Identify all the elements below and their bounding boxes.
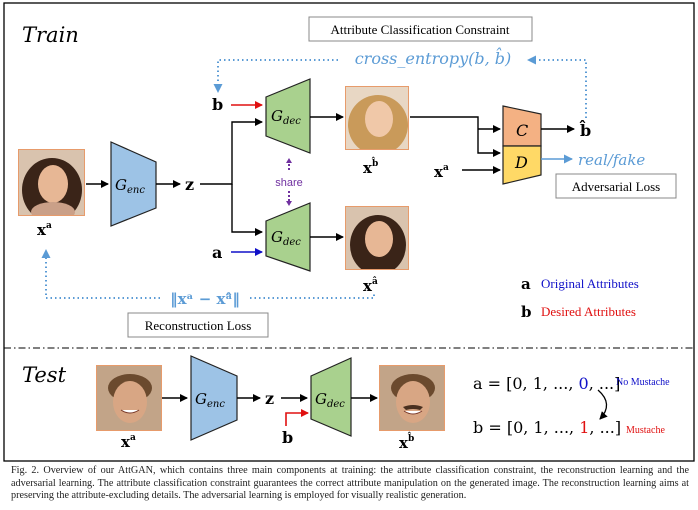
attr-constraint-box xyxy=(308,16,533,42)
z-to-dec-top xyxy=(200,118,263,185)
xa-hat-label: xâ xyxy=(363,276,378,295)
d-label: D xyxy=(514,153,528,172)
legend-a-text: Original Attributes xyxy=(541,276,639,291)
legend-b-key: b xyxy=(521,303,532,321)
real-fake-label: real/fake xyxy=(578,151,645,169)
adversarial-loss-box xyxy=(555,173,677,199)
figure-caption: Fig. 2. Overview of our AttGAN, which co… xyxy=(11,465,689,502)
recon-formula: ‖xᵃ − xᵃ̂‖ xyxy=(170,290,240,308)
test-output-face xyxy=(379,365,445,431)
figure-frame xyxy=(3,2,695,462)
a-vector: a = [0, 1, ..., 0, ...] xyxy=(473,374,620,393)
test-decoder-label: Gdec xyxy=(315,390,345,410)
c-label: C xyxy=(516,121,528,140)
test-encoder xyxy=(190,355,238,441)
z-to-dec-bottom xyxy=(231,184,263,236)
bhat-output: b̂ xyxy=(580,120,592,140)
b-vector: b = [0, 1, ..., 1, ...] xyxy=(473,418,621,437)
test-decoder xyxy=(310,357,352,437)
train-decoder-top xyxy=(265,78,311,154)
cross-entropy-link-left xyxy=(213,59,338,93)
reconstruction-loss-label: Reconstruction Loss xyxy=(145,318,252,333)
reconstructed-face-xahat xyxy=(345,206,409,270)
test-encoder-label: Genc xyxy=(195,390,225,410)
xb-hat-label: xb̂ xyxy=(363,156,378,177)
discriminator-d xyxy=(502,145,542,185)
train-decoder-bottom xyxy=(265,202,311,272)
mustache-label: Mustache xyxy=(626,425,665,436)
legend-b-text: Desired Attributes xyxy=(541,304,636,319)
train-b-input: b xyxy=(212,95,223,114)
test-xb-label: xb̂ xyxy=(399,431,414,452)
input-face-xa xyxy=(18,149,85,216)
train-title: Train xyxy=(22,23,79,47)
share-label: share xyxy=(275,177,303,189)
vector-change-arrow xyxy=(597,389,608,420)
xa-label: xa xyxy=(37,221,52,239)
test-input-face xyxy=(96,365,162,431)
no-mustache-label: No Mustache xyxy=(616,377,670,388)
adversarial-loss-label: Adversarial Loss xyxy=(572,179,660,194)
cross-entropy-link-right xyxy=(527,55,587,118)
train-encoder-label: Genc xyxy=(115,176,145,196)
cross-entropy-label: cross_entropy(b, b̂) xyxy=(355,48,512,68)
decoder-top-label: Gdec xyxy=(271,107,301,127)
generated-face-xb xyxy=(345,86,409,150)
legend-a-key: a xyxy=(521,275,531,293)
disc-xa-input: xa xyxy=(434,163,449,181)
reconstruction-loss-box xyxy=(127,312,269,338)
gen-to-d xyxy=(410,116,501,157)
decoder-bottom-label: Gdec xyxy=(271,228,301,248)
test-xa-label: xa xyxy=(121,433,136,451)
test-title: Test xyxy=(22,363,67,387)
train-encoder xyxy=(110,141,157,227)
recon-link-right xyxy=(250,294,375,299)
attr-constraint-label: Attribute Classification Constraint xyxy=(330,22,509,37)
recon-link-left xyxy=(41,249,160,299)
train-a-input: a xyxy=(212,243,222,262)
attgan-diagram: Train Test Attribute Classification Cons… xyxy=(3,2,695,462)
train-z: z xyxy=(185,175,194,194)
test-z: z xyxy=(265,389,274,408)
test-b-arrow xyxy=(285,409,309,426)
test-b-input: b xyxy=(282,428,293,447)
